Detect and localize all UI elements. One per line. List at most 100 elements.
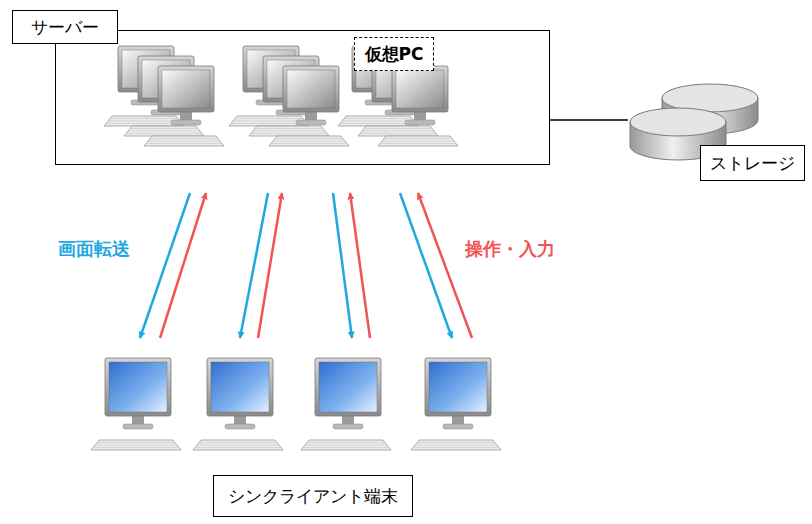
keyboard-keys	[126, 133, 202, 134]
keyboard-keys	[93, 447, 179, 448]
keyboard-keys	[150, 138, 218, 139]
node-label: ストレージ	[700, 145, 805, 181]
keyboard-keys	[95, 445, 177, 446]
monitor-stand	[414, 112, 426, 120]
keyboard-shape	[358, 126, 438, 136]
keyboard-keys	[146, 143, 222, 144]
keyboard-keys	[235, 118, 303, 119]
client-terminal	[411, 358, 501, 450]
client-terminal	[193, 358, 283, 450]
keyboard-keys	[199, 442, 277, 443]
keyboard-keys	[413, 447, 499, 448]
monitor-frame	[158, 66, 214, 112]
monitor-base	[443, 424, 473, 429]
keyboard-keys	[415, 445, 497, 446]
keyboard-shape	[301, 440, 391, 450]
thin-client-group: シンクライアント端末	[95, 340, 515, 522]
monitor-icon	[378, 66, 458, 146]
keyboard-keys	[195, 447, 281, 448]
keyboard-keys	[342, 121, 414, 122]
monitor-screen	[211, 362, 269, 412]
edge-label: 画面転送	[55, 236, 133, 262]
keyboard-shape	[124, 126, 204, 136]
data-arrow	[240, 193, 268, 338]
keyboard-keys	[364, 128, 432, 129]
monitor-screen	[287, 70, 335, 108]
monitor-icon	[411, 358, 501, 450]
monitor-base	[333, 424, 363, 429]
keyboard-keys	[275, 138, 343, 139]
monitor-base	[405, 120, 435, 125]
monitor-frame	[105, 358, 171, 416]
monitor-stand	[342, 416, 354, 424]
keyboard-keys	[271, 143, 347, 144]
monitor-icon	[269, 66, 349, 146]
keyboard-keys	[362, 131, 434, 132]
monitor-icon	[91, 358, 181, 450]
keyboard-keys	[110, 118, 178, 119]
connection-line	[550, 119, 628, 121]
monitor-frame	[283, 66, 339, 112]
keyboard-keys	[384, 138, 452, 139]
monitor-screen	[429, 362, 487, 412]
keyboard-keys	[97, 442, 175, 443]
monitor-icon	[193, 358, 283, 450]
data-arrow	[418, 193, 472, 338]
server-box: サーバー仮想PC	[55, 30, 550, 165]
keyboard-keys	[344, 118, 412, 119]
data-arrow	[160, 193, 206, 338]
keyboard-keys	[303, 447, 389, 448]
disk-top	[630, 108, 726, 136]
monitor-icon	[301, 358, 391, 450]
monitor-stand	[180, 112, 192, 120]
node-label: 仮想PC	[355, 38, 434, 70]
monitor-frame	[207, 358, 273, 416]
monitor-stand	[305, 112, 317, 120]
keyboard-keys	[197, 445, 279, 446]
client-terminal	[91, 358, 181, 450]
keyboard-keys	[305, 445, 387, 446]
monitor-base	[123, 424, 153, 429]
keyboard-keys	[417, 442, 495, 443]
keyboard-keys	[128, 131, 200, 132]
virtual-pc-box: 仮想PC	[354, 37, 435, 71]
keyboard-shape	[378, 136, 458, 146]
monitor-screen	[109, 362, 167, 412]
keyboard-shape	[91, 440, 181, 450]
monitor-screen	[319, 362, 377, 412]
storage-group: ストレージ	[628, 82, 808, 182]
keyboard-keys	[255, 128, 323, 129]
monitor-stand	[132, 416, 144, 424]
monitor-base	[171, 120, 201, 125]
monitor-screen	[162, 70, 210, 108]
monitor-stand	[452, 416, 464, 424]
data-arrow	[258, 193, 282, 338]
monitor-icon	[144, 66, 224, 146]
virtual-pc-group	[229, 46, 349, 146]
keyboard-keys	[108, 121, 180, 122]
monitor-base	[225, 424, 255, 429]
monitor-frame	[392, 66, 448, 112]
keyboard-keys	[148, 141, 220, 142]
monitor-stand	[234, 416, 246, 424]
keyboard-keys	[380, 143, 456, 144]
keyboard-keys	[251, 133, 327, 134]
keyboard-keys	[340, 123, 416, 124]
monitor-frame	[425, 358, 491, 416]
client-terminal	[301, 358, 391, 450]
keyboard-keys	[130, 128, 198, 129]
monitor-frame	[315, 358, 381, 416]
monitor-base	[296, 120, 326, 125]
keyboard-keys	[233, 121, 305, 122]
keyboard-keys	[106, 123, 182, 124]
keyboard-shape	[144, 136, 224, 146]
node-label: サーバー	[12, 10, 118, 44]
keyboard-keys	[382, 141, 454, 142]
edge-label: 操作・入力	[462, 236, 558, 262]
node-label: シンクライアント端末	[213, 475, 413, 517]
